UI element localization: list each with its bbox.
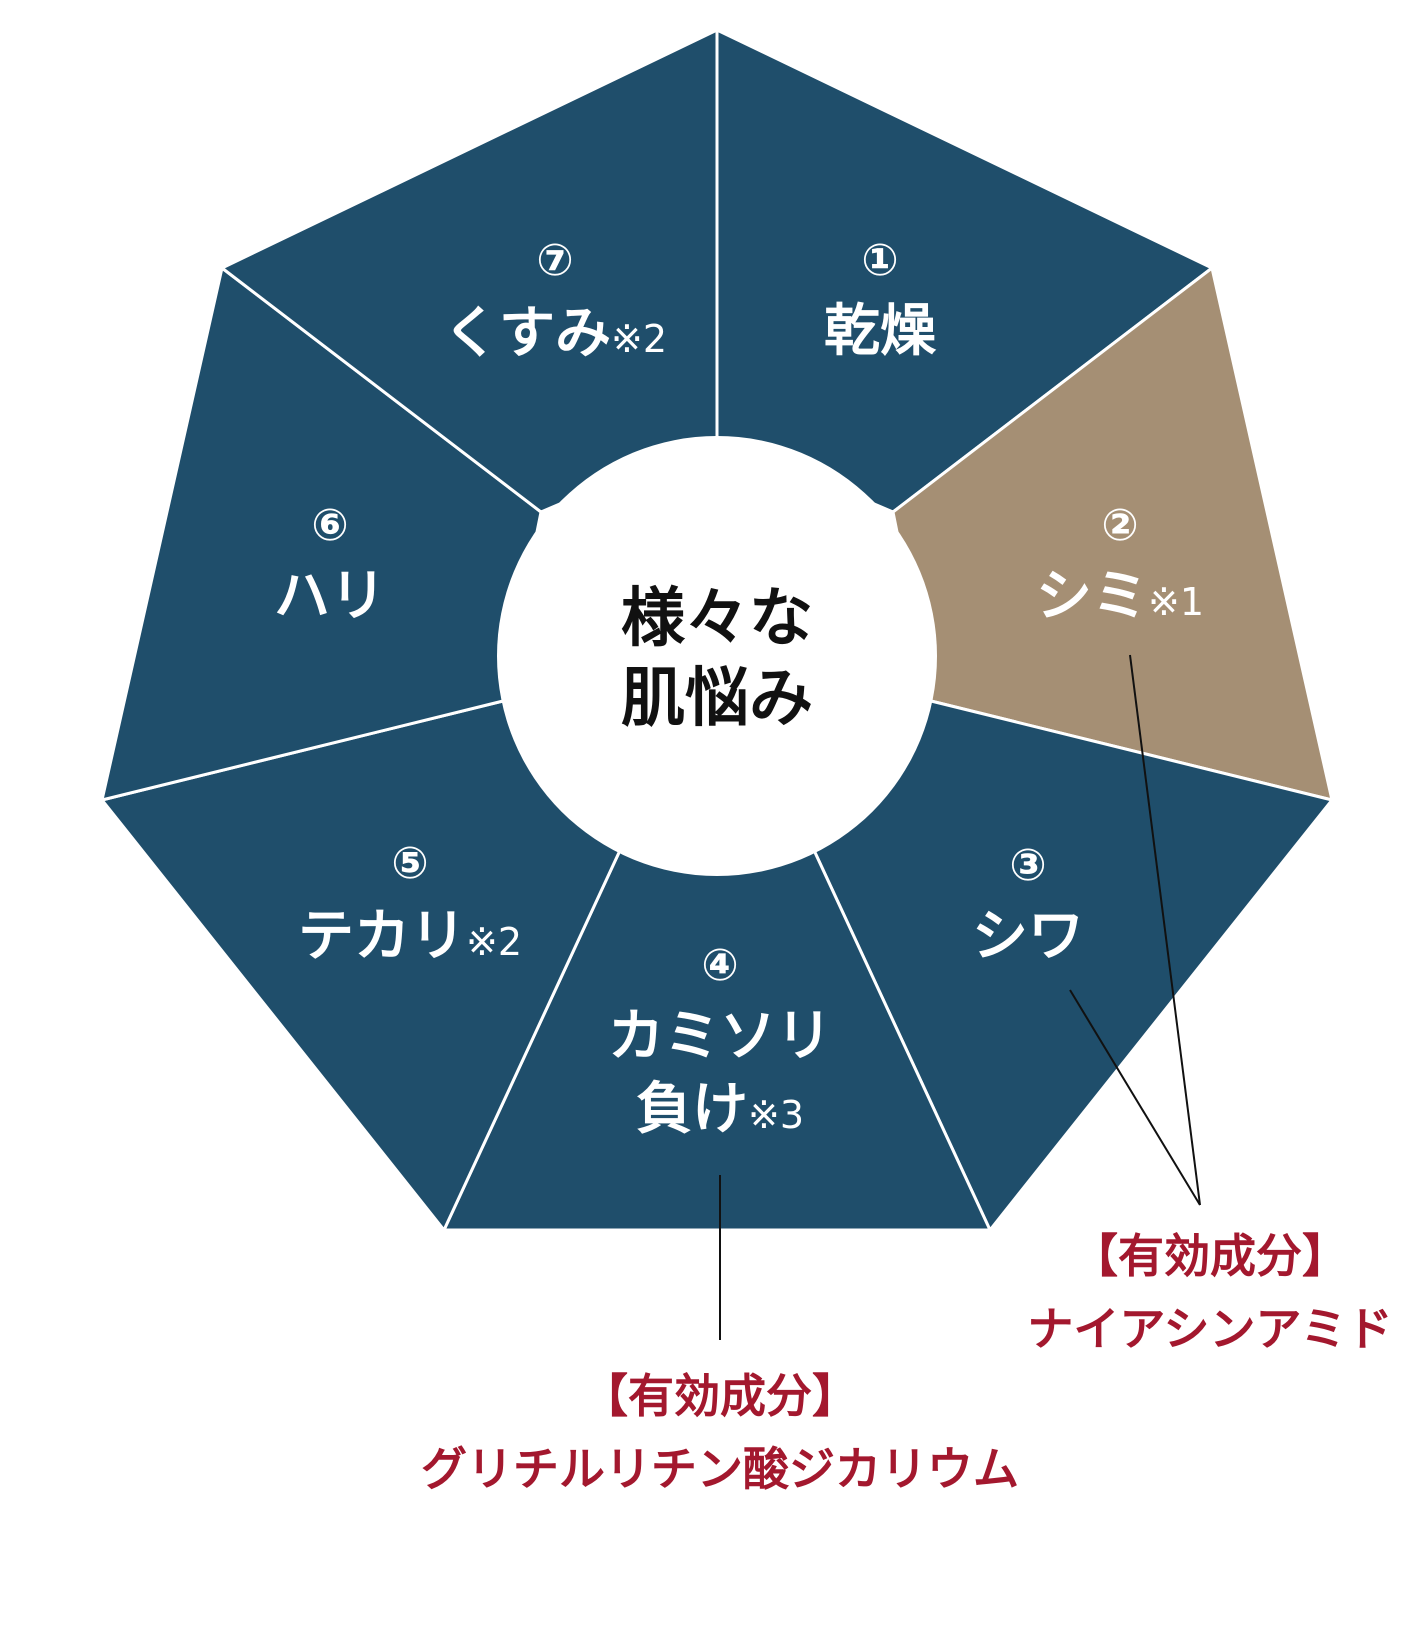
- segment-number: ④: [701, 940, 738, 991]
- center-title-line2: 肌悩み: [621, 662, 813, 736]
- segment-number: ③: [1009, 840, 1046, 891]
- segment-label-group-spots: ② シミ※1: [1036, 500, 1204, 629]
- segment-footnote-mark: ※1: [1148, 580, 1204, 624]
- segment-label: カミソリ: [608, 1004, 832, 1069]
- segment-label-group-razor-burn: ④ カミソリ 負け※3: [608, 940, 832, 1142]
- segment-label: ハリ: [274, 564, 386, 629]
- segment-label-line: テカリ※2: [298, 904, 522, 969]
- segment-label-line: くすみ※2: [443, 301, 667, 366]
- segment-label: シミ: [1036, 564, 1148, 629]
- segment-label-group-firmness: ⑥ ハリ: [274, 500, 386, 629]
- segment-footnote-mark: ※2: [611, 317, 667, 361]
- segment-label: シワ: [972, 904, 1084, 969]
- center-title-line1: 様々な: [621, 582, 813, 656]
- segment-label: 乾燥: [824, 299, 937, 364]
- segment-number: ⑦: [536, 235, 573, 286]
- segment-label-2: 負け: [636, 1077, 748, 1142]
- ingredient-heading: 【有効成分】: [582, 1369, 858, 1423]
- segment-footnote-mark: ※3: [748, 1093, 804, 1137]
- segment-label-group-shine: ⑤ テカリ※2: [298, 838, 522, 969]
- ingredient-name: グリチルリチン酸ジカリウム: [421, 1442, 1019, 1496]
- leader-line-spots: [1129, 654, 1201, 1206]
- leader-lines: [719, 654, 1201, 1340]
- segment-number: ⑥: [311, 500, 348, 551]
- ingredient-heading: 【有効成分】: [1072, 1229, 1348, 1283]
- heptagon-segments: [100, 28, 1334, 1232]
- segment-number: ②: [1101, 500, 1138, 551]
- segment-label: テカリ: [298, 904, 466, 969]
- segment-label: くすみ: [443, 301, 611, 366]
- center-circle: [497, 436, 937, 876]
- segment-label-line2: 負け※3: [636, 1077, 804, 1142]
- segment-label-group-dryness: ① 乾燥: [824, 235, 937, 364]
- segment-number: ⑤: [391, 838, 428, 889]
- segment-label-group-dullness: ⑦ くすみ※2: [443, 235, 667, 366]
- leader-line-wrinkles: [1069, 989, 1201, 1206]
- ingredient-name: ナイアシンアミド: [1027, 1302, 1392, 1356]
- segment-number: ①: [861, 235, 898, 286]
- ingredient-annotations: 【有効成分】 ナイアシンアミド 【有効成分】 グリチルリチン酸ジカリウム: [421, 1229, 1393, 1496]
- segment-label-line: シミ※1: [1036, 564, 1204, 629]
- segment-label-group-wrinkles: ③ シワ: [972, 840, 1084, 969]
- segment-footnote-mark: ※2: [466, 920, 522, 964]
